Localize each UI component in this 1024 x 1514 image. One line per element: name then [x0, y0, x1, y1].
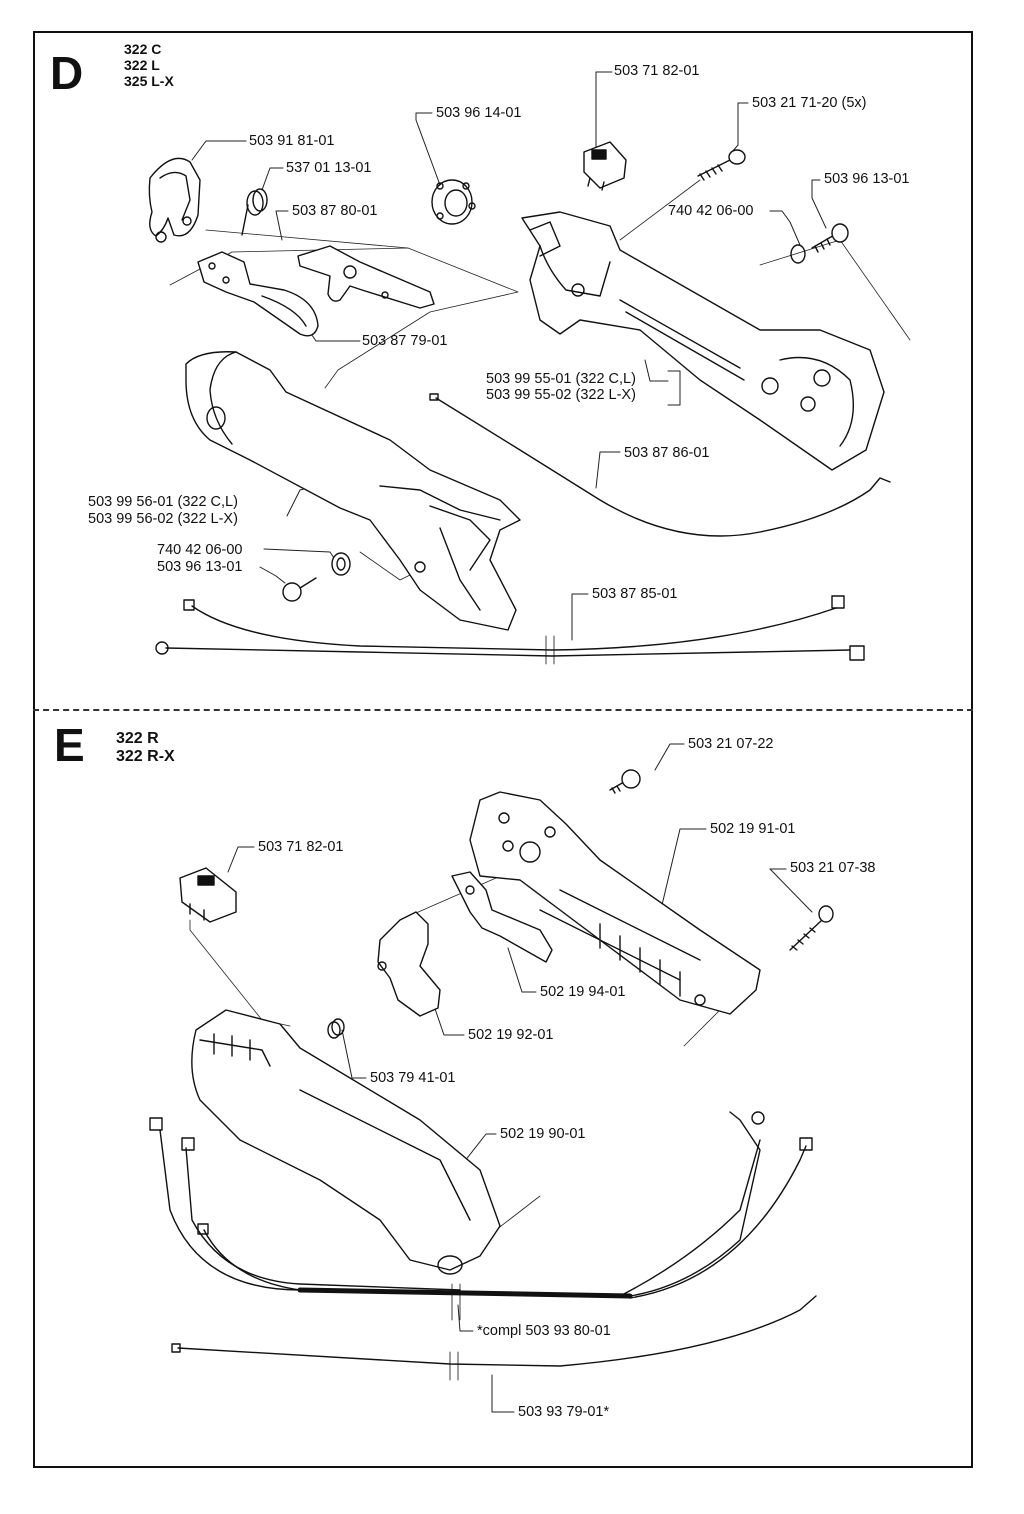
part-label: 502 19 91-01 — [710, 821, 796, 837]
model-e-1: 322 R — [116, 730, 159, 747]
part-label: 537 01 13-01 — [286, 160, 372, 176]
part-label: 503 96 13-01 — [157, 559, 243, 575]
part-label: 503 21 07-22 — [688, 736, 774, 752]
section-letter-e: E — [54, 719, 85, 771]
model-d-2: 322 L — [124, 57, 160, 73]
part-label: 502 19 92-01 — [468, 1027, 554, 1043]
throttle-lockout-e — [377, 911, 441, 1017]
stop-switch-e — [179, 867, 237, 923]
part-label: 503 87 79-01 — [362, 333, 448, 349]
drawing-frame — [33, 31, 973, 1468]
section-divider — [33, 709, 973, 711]
part-label: 503 87 80-01 — [292, 203, 378, 219]
part-label: 502 19 94-01 — [540, 984, 626, 1000]
part-label: 503 99 56-01 (322 C,L) — [88, 494, 238, 510]
part-label: 503 71 82-01 — [614, 63, 700, 79]
screw-d-1 — [697, 149, 746, 181]
part-label: 503 87 86-01 — [624, 445, 710, 461]
model-list-d: 322 C 322 L 325 L-X — [124, 41, 174, 89]
handle-right-half-e — [469, 791, 761, 1015]
throttle-trigger-e — [451, 871, 553, 963]
leader-lines-d — [169, 71, 911, 641]
part-label: 503 21 71-20 (5x) — [752, 95, 867, 111]
part-label: 740 42 06-00 — [668, 203, 754, 219]
part-label: 740 42 06-00 — [157, 542, 243, 558]
throttle-trigger-d — [297, 245, 435, 309]
part-label: 503 21 07-38 — [790, 860, 876, 876]
clamp-part-d — [148, 157, 201, 243]
part-label: 503 99 56-02 (322 L-X) — [88, 511, 238, 527]
part-label: 503 99 55-02 (322 L-X) — [486, 387, 636, 403]
stop-wire-d — [155, 595, 865, 665]
stop-switch-d — [583, 141, 627, 191]
nut-ring-d — [431, 179, 476, 225]
screw-d-2 — [790, 223, 849, 264]
model-e-2: 322 R-X — [116, 748, 175, 765]
screw-e-1 — [609, 769, 641, 794]
throttle-cable-d — [429, 393, 891, 537]
part-label: 503 93 79-01* — [518, 1404, 610, 1420]
part-label: 503 96 14-01 — [436, 105, 522, 121]
part-label: 503 91 81-01 — [249, 133, 335, 149]
wire-harness-e — [149, 1111, 813, 1321]
part-label: *compl 503 93 80-01 — [477, 1323, 611, 1339]
part-label: 503 71 82-01 — [258, 839, 344, 855]
handle-right-half-d — [521, 211, 885, 471]
spring-part-d — [241, 188, 268, 236]
spring-e — [327, 1018, 345, 1039]
model-d-1: 322 C — [124, 41, 162, 57]
washer-screw-d — [282, 552, 351, 602]
part-label: 502 19 90-01 — [500, 1126, 586, 1142]
part-label: 503 87 85-01 — [592, 586, 678, 602]
model-list-e: 322 R 322 R-X — [116, 730, 175, 766]
part-label: 503 96 13-01 — [824, 171, 910, 187]
throttle-cable-e — [171, 1295, 817, 1381]
screw-e-2 — [789, 905, 834, 951]
model-d-3: 325 L-X — [124, 73, 174, 89]
part-label: 503 99 55-01 (322 C,L) — [486, 371, 636, 387]
section-letter-d: D — [50, 47, 84, 99]
throttle-lockout-d — [197, 251, 319, 337]
part-label: 503 79 41-01 — [370, 1070, 456, 1086]
handle-left-half-e — [191, 1009, 501, 1275]
handle-left-half-d — [185, 351, 521, 631]
